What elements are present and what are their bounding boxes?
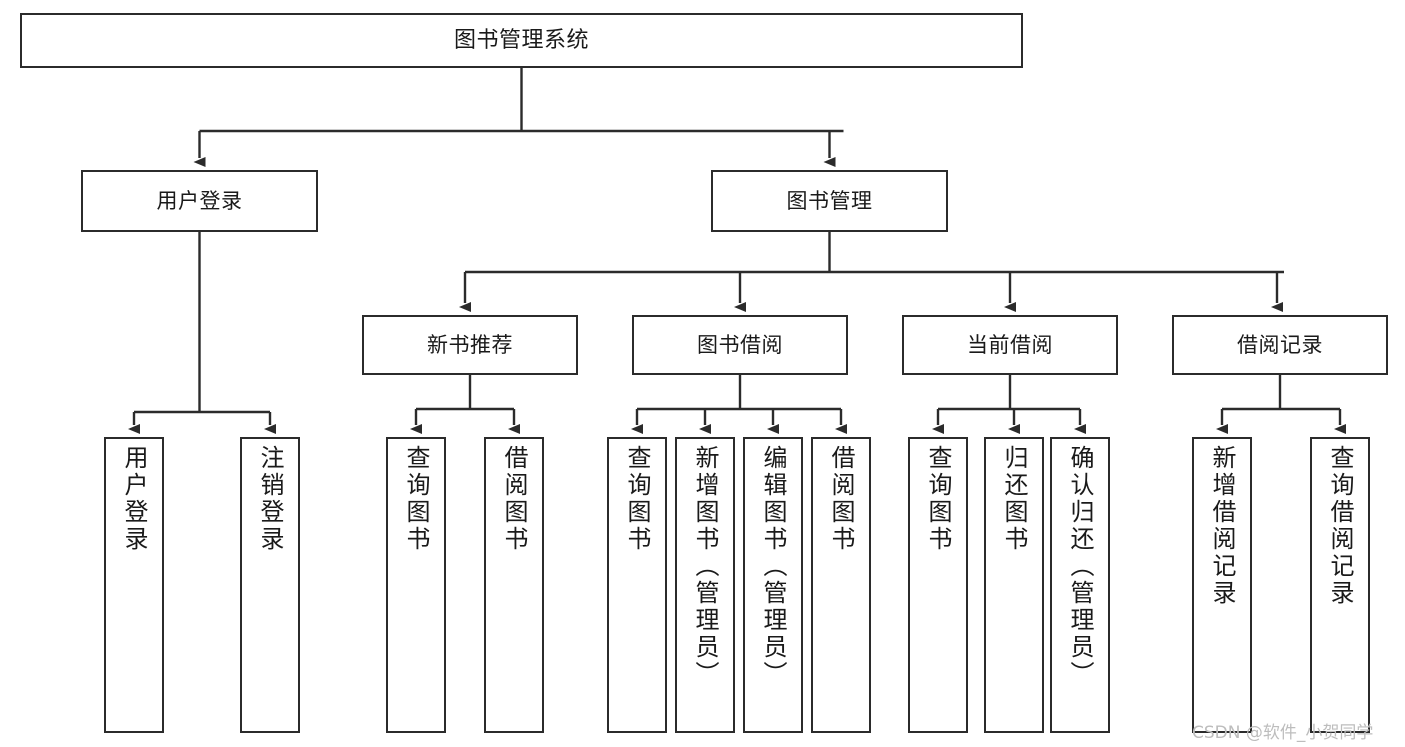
leaf-confirm-return[interactable]: 确认归还（管理员） — [1050, 437, 1110, 733]
leaf-return-book-label: 归还图书 — [1000, 445, 1028, 553]
leaf-add-book[interactable]: 新增图书（管理员） — [675, 437, 735, 733]
leaf-query-record-label: 查询借阅记录 — [1326, 445, 1354, 607]
csdn-watermark: CSDN @软件_小贺同学 — [1192, 723, 1374, 743]
leaf-user-logout-label: 注销登录 — [256, 445, 284, 553]
node-new-book-rec[interactable]: 新书推荐 — [362, 315, 578, 375]
node-book-borrow[interactable]: 图书借阅 — [632, 315, 848, 375]
leaf-add-record[interactable]: 新增借阅记录 — [1192, 437, 1252, 733]
leaf-user-login[interactable]: 用户登录 — [104, 437, 164, 733]
node-borrow-record[interactable]: 借阅记录 — [1172, 315, 1388, 375]
node-user-login-label: 用户登录 — [156, 188, 243, 213]
leaf-query-book-borrow[interactable]: 查询图书 — [607, 437, 667, 733]
node-new-book-rec-label: 新书推荐 — [427, 332, 513, 357]
leaf-query-book-cur-label: 查询图书 — [924, 445, 952, 553]
leaf-edit-book-label: 编辑图书（管理员） — [759, 445, 787, 688]
leaf-borrow-book-rec[interactable]: 借阅图书 — [484, 437, 544, 733]
leaf-query-book-cur[interactable]: 查询图书 — [908, 437, 968, 733]
leaf-confirm-return-label: 确认归还（管理员） — [1066, 445, 1094, 688]
leaf-edit-book[interactable]: 编辑图书（管理员） — [743, 437, 803, 733]
leaf-query-book-rec[interactable]: 查询图书 — [386, 437, 446, 733]
leaf-user-login-label: 用户登录 — [120, 445, 148, 553]
leaf-return-book[interactable]: 归还图书 — [984, 437, 1044, 733]
node-current-borrow-label: 当前借阅 — [967, 332, 1053, 357]
node-book-borrow-label: 图书借阅 — [697, 332, 783, 357]
node-root[interactable]: 图书管理系统 — [20, 13, 1023, 68]
leaf-borrow-book[interactable]: 借阅图书 — [811, 437, 871, 733]
node-user-login[interactable]: 用户登录 — [81, 170, 318, 232]
leaf-borrow-book-rec-label: 借阅图书 — [500, 445, 528, 553]
leaf-query-book-borrow-label: 查询图书 — [623, 445, 651, 553]
leaf-query-record[interactable]: 查询借阅记录 — [1310, 437, 1370, 733]
leaf-user-logout[interactable]: 注销登录 — [240, 437, 300, 733]
leaf-borrow-book-label: 借阅图书 — [827, 445, 855, 553]
leaf-add-record-label: 新增借阅记录 — [1208, 445, 1236, 607]
node-borrow-record-label: 借阅记录 — [1237, 332, 1323, 357]
leaf-add-book-label: 新增图书（管理员） — [691, 445, 719, 688]
leaf-query-book-rec-label: 查询图书 — [402, 445, 430, 553]
node-current-borrow[interactable]: 当前借阅 — [902, 315, 1118, 375]
node-book-manage-label: 图书管理 — [786, 188, 873, 213]
node-root-label: 图书管理系统 — [453, 27, 589, 53]
node-book-manage[interactable]: 图书管理 — [711, 170, 948, 232]
